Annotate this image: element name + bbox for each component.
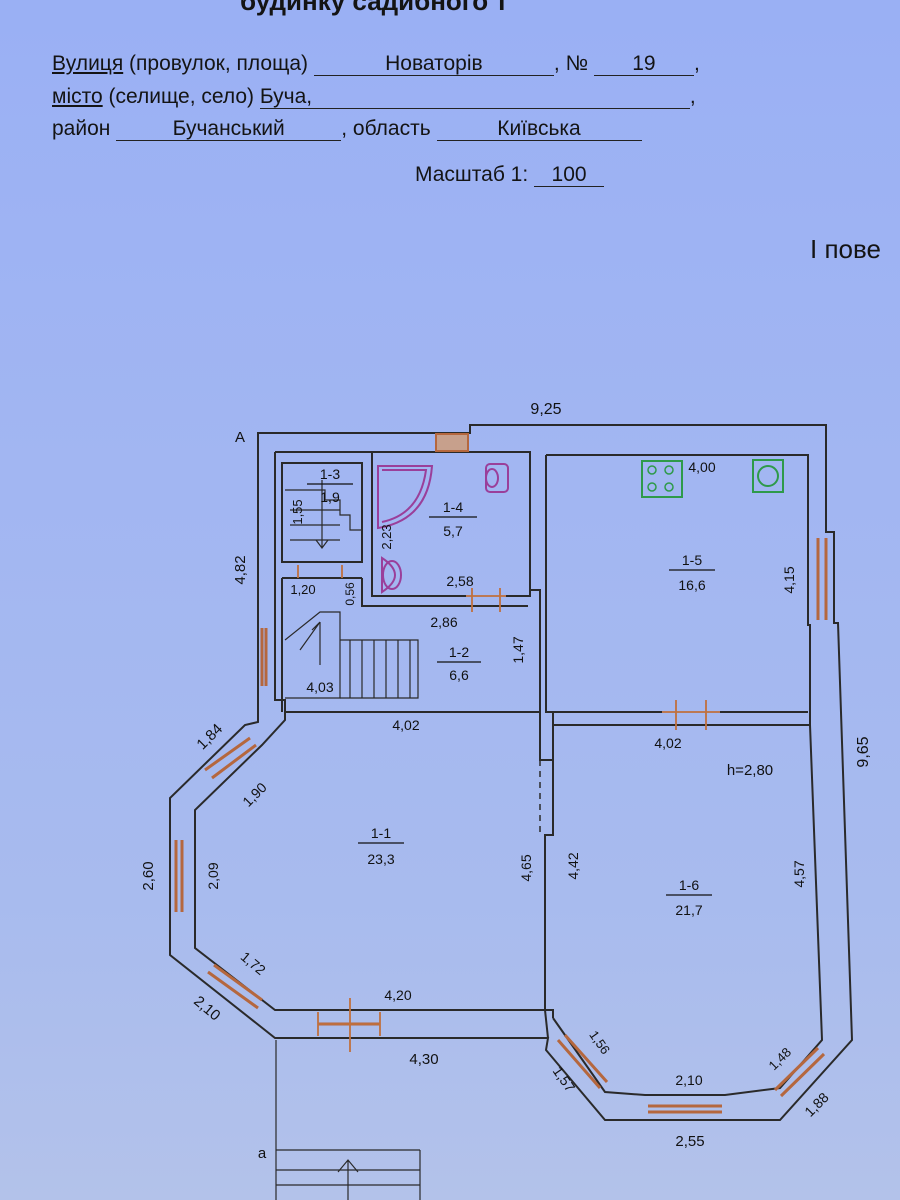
ceiling-height: h=2,80	[727, 762, 773, 779]
dim-room1-top: 4,02	[392, 717, 419, 733]
city-hint: (селище, село)	[108, 85, 255, 108]
scale-line: Масштаб 1: 100	[415, 163, 605, 187]
scale-value: 100	[534, 164, 605, 187]
stove-icon	[641, 460, 683, 498]
room-1-1-area: 23,3	[367, 851, 394, 867]
room-1-5-id: 1-5	[682, 552, 702, 568]
room-1-1-id: 1-1	[371, 825, 391, 841]
dim-bay-upper-inner: 1,90	[239, 779, 270, 810]
dim-bay6-bottom-outer: 2,55	[675, 1133, 704, 1150]
district-label: район	[52, 117, 111, 140]
room-1-4-id: 1-4	[443, 499, 463, 515]
room-1-4-area: 5,7	[443, 523, 463, 539]
dim-stair-width: 1,20	[290, 582, 315, 597]
dim-bay6-left-outer: 1,57	[550, 1063, 579, 1095]
dim-kitchen-width: 4,00	[688, 459, 715, 475]
dim-bay6-bottom-inner: 2,10	[675, 1072, 702, 1088]
dim-room6-top: 4,02	[654, 735, 681, 751]
floor-label: І пове	[810, 234, 881, 264]
room-1-6-id: 1-6	[679, 877, 699, 893]
dim-stair-height: 1,55	[290, 499, 305, 524]
doors	[297, 565, 720, 1052]
partitions	[281, 452, 824, 1096]
district-value: Бучанський	[116, 118, 342, 141]
dim-gap: 0,56	[343, 582, 357, 606]
room-1-2-area: 6,6	[449, 667, 469, 683]
dim-bay-lower-outer: 2,10	[190, 993, 223, 1025]
dim-bay6-right-outer: 1,88	[801, 1089, 832, 1120]
dim-room1-bottom-outer: 4,30	[409, 1051, 438, 1068]
dim-bay6-left-inner: 1,56	[586, 1028, 613, 1057]
city-label: місто	[52, 85, 103, 108]
street-line: Вулиця (провулок, площа) Новаторів, № 19…	[52, 52, 700, 76]
sink-icon	[752, 459, 784, 493]
fraction-lines	[307, 483, 715, 896]
dim-bath-width: 2,58	[446, 573, 473, 589]
dim-room1-bottom-inner: 4,20	[384, 987, 411, 1003]
dim-bay-side-outer: 2,60	[140, 861, 157, 890]
region-label: , область	[341, 117, 431, 140]
street-hint: (провулок, площа)	[129, 52, 309, 75]
dim-room1-right: 4,65	[518, 854, 534, 881]
room-1-5-area: 16,6	[678, 577, 705, 593]
room-1-2-id: 1-2	[449, 644, 469, 660]
room-labels: 1-3 1,9 1-4 5,7 1-2 6,6 1-5 16,6 1-1 23,…	[320, 466, 706, 918]
corner-a: A	[235, 429, 245, 446]
dim-stair2-width: 4,03	[306, 679, 333, 695]
city-line: місто (селище, село) Буча,,	[52, 85, 696, 109]
room-1-3-id: 1-3	[320, 466, 340, 482]
region-value: Київська	[436, 118, 642, 141]
dim-overall-depth: 9,65	[855, 736, 872, 767]
dim-hall-height: 1,47	[510, 636, 526, 663]
dim-room6-right: 4,57	[791, 860, 807, 887]
district-line: район Бучанський, область Київська	[52, 117, 642, 141]
number-label: №	[565, 52, 589, 75]
scale-label: Масштаб 1:	[415, 163, 529, 186]
dim-left-upper: 4,82	[232, 555, 249, 584]
dim-room6-left: 4,42	[565, 852, 581, 879]
room-1-3-area: 1,9	[320, 489, 340, 505]
city-value: Буча,	[259, 86, 690, 109]
dim-bath-height: 2,23	[379, 524, 394, 549]
document-title: будинку садибного т	[240, 0, 509, 16]
corner-a-lower: a	[258, 1145, 267, 1162]
number-value: 19	[593, 53, 694, 76]
stairs	[275, 480, 421, 1200]
dim-hall-width: 2,86	[430, 614, 457, 630]
bath-fixtures	[377, 463, 509, 594]
room-1-6-area: 21,7	[675, 902, 702, 918]
windows	[174, 433, 828, 1114]
street-value: Новаторів	[313, 53, 554, 76]
dim-overall-width: 9,25	[530, 401, 561, 418]
street-label: Вулиця	[52, 52, 124, 75]
dim-kitchen-height: 4,15	[781, 566, 797, 593]
dim-bay-side-inner: 2,09	[205, 862, 221, 889]
dimension-labels: A a 9,25 4,82 1,55 1,20 0,56 2,23 2,58 2…	[140, 401, 872, 1162]
dim-bay-lower-inner: 1,72	[238, 948, 269, 978]
dim-bay6-right-inner: 1,48	[766, 1045, 795, 1074]
openings	[440, 711, 541, 835]
